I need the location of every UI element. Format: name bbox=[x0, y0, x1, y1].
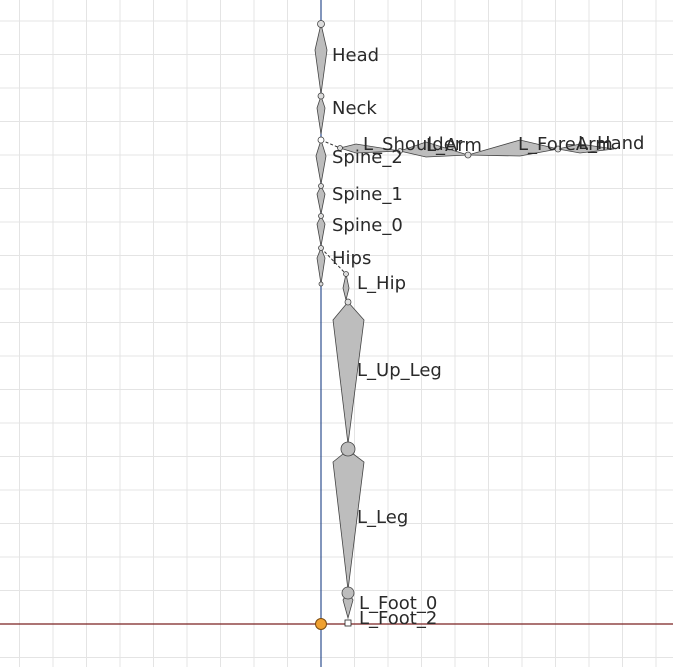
label-l-forearm: L_ForeArm bbox=[518, 134, 613, 155]
label-l-up-leg: L_Up_Leg bbox=[357, 360, 442, 381]
label-spine-2: Spine_2 bbox=[332, 147, 403, 168]
bone-hips[interactable] bbox=[316, 246, 326, 285]
label-l-foot-2: L_Foot_2 bbox=[359, 608, 437, 629]
joint-l-hip[interactable] bbox=[343, 271, 349, 277]
bone-head[interactable] bbox=[314, 23, 328, 95]
label-spine-1: Spine_1 bbox=[332, 184, 403, 205]
joint-head-tip[interactable] bbox=[317, 20, 325, 28]
bone-spine-2[interactable] bbox=[315, 138, 327, 185]
label-l-arm: L_Arm bbox=[426, 135, 482, 156]
joint-hips[interactable] bbox=[318, 245, 324, 251]
label-l-hip: L_Hip bbox=[357, 273, 406, 294]
label-l-leg: L_Leg bbox=[357, 507, 408, 528]
joint-l-leg[interactable] bbox=[340, 441, 356, 457]
label-l-shoulder: L_Shoulder bbox=[363, 134, 463, 155]
label-l-foot-0: L_Foot_0 bbox=[359, 593, 437, 614]
link-hips-to-hip bbox=[320, 247, 347, 275]
joint-spine-0[interactable] bbox=[318, 213, 324, 219]
joint-neck[interactable] bbox=[317, 92, 325, 100]
origin-marker[interactable] bbox=[315, 618, 327, 630]
label-spine-0: Spine_0 bbox=[332, 215, 403, 236]
joint-l-forearm[interactable] bbox=[464, 151, 472, 159]
bone-spine-0[interactable] bbox=[316, 215, 326, 247]
label-hips: Hips bbox=[332, 248, 371, 269]
label-neck: Neck bbox=[332, 98, 377, 119]
joint-l-foot-2[interactable] bbox=[344, 619, 352, 627]
joint-l-hand[interactable] bbox=[554, 145, 562, 153]
bone-l-hip[interactable] bbox=[342, 273, 350, 301]
joint-l-foot-0[interactable] bbox=[341, 586, 355, 600]
joint-l-shoulder[interactable] bbox=[337, 145, 343, 151]
joint-l-arm[interactable] bbox=[397, 148, 403, 154]
joint-spine-2[interactable] bbox=[317, 136, 325, 144]
label-head: Head bbox=[332, 45, 379, 66]
bone-l-hand[interactable] bbox=[557, 143, 615, 154]
link-spine-to-shoulder bbox=[320, 139, 341, 149]
joint-hips-tip[interactable] bbox=[318, 281, 324, 287]
joint-l-up-leg[interactable] bbox=[344, 298, 352, 306]
bone-spine-1[interactable] bbox=[316, 185, 326, 215]
label-l-hand: L_Hand bbox=[578, 133, 644, 154]
joint-spine-1[interactable] bbox=[318, 183, 324, 189]
bone-neck[interactable] bbox=[316, 94, 326, 135]
